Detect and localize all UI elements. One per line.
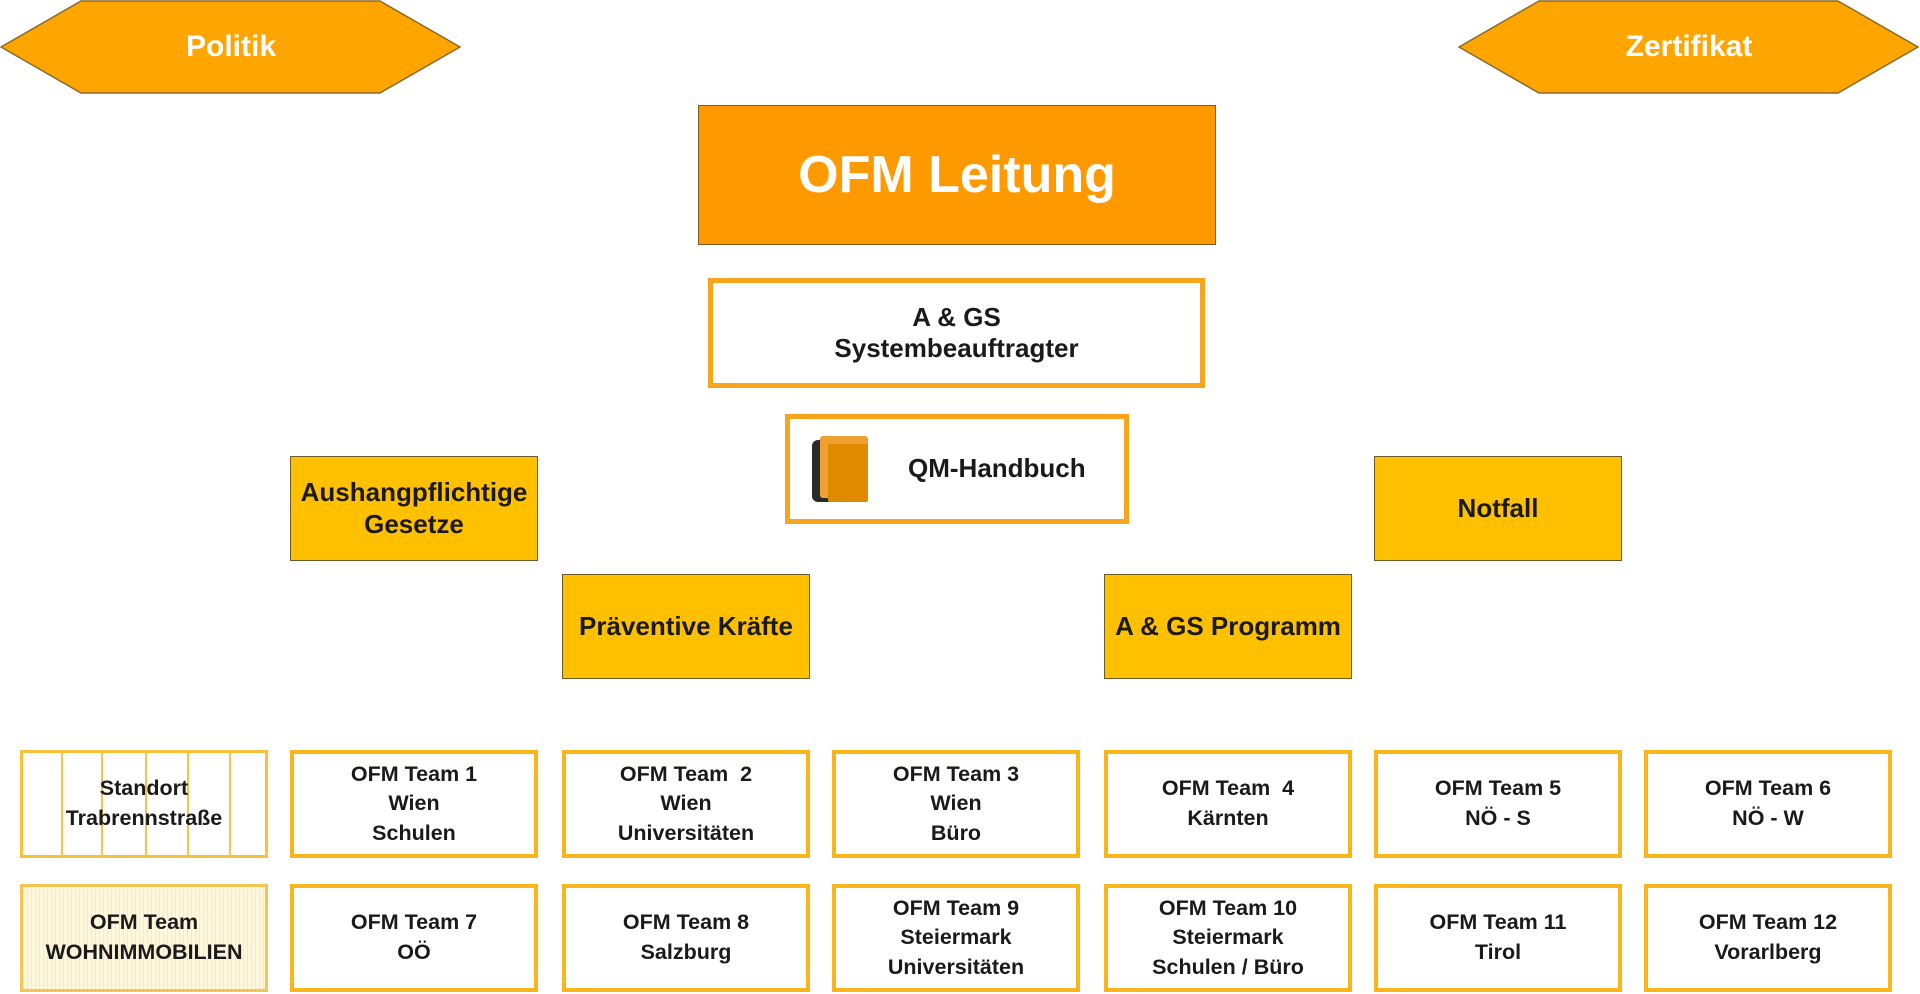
zertifikat-banner[interactable]: Zertifikat [1458,0,1920,94]
team-line: Vorarlberg [1714,940,1822,964]
systembeauftragter-box[interactable]: A & GS Systembeauftragter [708,278,1205,388]
team-line: Schulen / Büro [1152,954,1304,979]
ofm-team-11-box[interactable]: OFM Team 11 Tirol [1374,884,1622,992]
notfall-box[interactable]: Notfall [1374,456,1622,561]
qm-handbuch-box[interactable]: QM-Handbuch [785,414,1129,524]
qm-handbuch-label: QM-Handbuch [908,453,1086,484]
team-line: Büro [930,820,982,845]
team-line: Salzburg [640,940,732,964]
gesetze-line-1: Aushangpflichtige [300,477,528,508]
team-line: Tirol [1474,940,1522,964]
zertifikat-hexagon-shape [1458,0,1920,94]
team-line: Standort [99,776,189,801]
ofm-leitung-box[interactable]: OFM Leitung [698,105,1216,245]
team-line: OFM Team 12 [1698,910,1838,935]
team-line: Kärnten [1187,806,1269,830]
ofm-team-10-box[interactable]: OFM Team 10 Steiermark Schulen / Büro [1104,884,1352,992]
team-line: OFM Team 9 [892,895,1020,920]
politik-label: Politik [185,30,276,63]
team-line: NÖ - S [1465,806,1531,830]
zertifikat-label: Zertifikat [1625,30,1753,63]
team-line: OFM Team 11 [1429,910,1567,935]
team-line: OFM Team 8 [622,910,750,935]
team-line: Trabrennstraße [65,806,223,830]
team-line: OFM Team 10 [1158,895,1298,920]
ags-programm-label: A & GS Programm [1115,610,1341,641]
team-line: WOHNIMMOBILIEN [45,940,243,964]
ofm-team-5-box[interactable]: OFM Team 5 NÖ - S [1374,750,1622,858]
ofm-team-3-box[interactable]: OFM Team 3 Wien Büro [832,750,1080,858]
systembeauftragter-line-2: Systembeauftragter [834,333,1079,363]
team-line: Universitäten [887,954,1025,979]
team-line: Wien [930,791,982,816]
systembeauftragter-line-1: A & GS [912,301,1001,332]
team-line: Schulen [372,820,456,845]
team-line: OFM Team 6 [1704,776,1832,801]
ofm-team-12-box[interactable]: OFM Team 12 Vorarlberg [1644,884,1892,992]
team-line: OFM Team 5 [1434,776,1562,801]
aushangpflichtige-gesetze-box[interactable]: Aushangpflichtige Gesetze [290,456,538,561]
praeventive-kraefte-label: Präventive Kräfte [579,610,793,641]
team-line: OFM Team 4 [1161,776,1295,801]
team-line: OFM Team 3 [892,761,1020,786]
ofm-team-9-box[interactable]: OFM Team 9 Steiermark Universitäten [832,884,1080,992]
standort-trabrennstrasse-box[interactable]: Standort Trabrennstraße [20,750,268,858]
notfall-label: Notfall [1457,492,1539,523]
team-line: Universitäten [617,820,755,845]
praeventive-kraefte-box[interactable]: Präventive Kräfte [562,574,810,679]
team-line: OFM Team 2 [619,761,753,786]
gesetze-line-2: Gesetze [364,508,464,539]
ofm-team-wohnimmobilien-box[interactable]: OFM Team WOHNIMMOBILIEN [20,884,268,992]
team-line: OÖ [397,940,431,964]
team-line: OFM Team 1 [350,761,478,786]
ofm-team-6-box[interactable]: OFM Team 6 NÖ - W [1644,750,1892,858]
team-line: Steiermark [1172,925,1284,950]
ofm-leitung-label: OFM Leitung [798,145,1116,204]
book-icon [810,434,870,504]
team-line: Wien [660,791,712,816]
politik-banner[interactable]: Politik [0,0,462,94]
politik-hexagon-shape [0,0,462,94]
team-line: NÖ - W [1732,806,1804,830]
ofm-team-1-box[interactable]: OFM Team 1 Wien Schulen [290,750,538,858]
team-line: Steiermark [900,925,1012,950]
ags-programm-box[interactable]: A & GS Programm [1104,574,1352,679]
ofm-team-8-box[interactable]: OFM Team 8 Salzburg [562,884,810,992]
ofm-team-4-box[interactable]: OFM Team 4 Kärnten [1104,750,1352,858]
team-line: Wien [388,791,440,816]
ofm-team-7-box[interactable]: OFM Team 7 OÖ [290,884,538,992]
team-line: OFM Team 7 [350,910,478,935]
team-line: OFM Team [89,910,199,935]
ofm-team-2-box[interactable]: OFM Team 2 Wien Universitäten [562,750,810,858]
